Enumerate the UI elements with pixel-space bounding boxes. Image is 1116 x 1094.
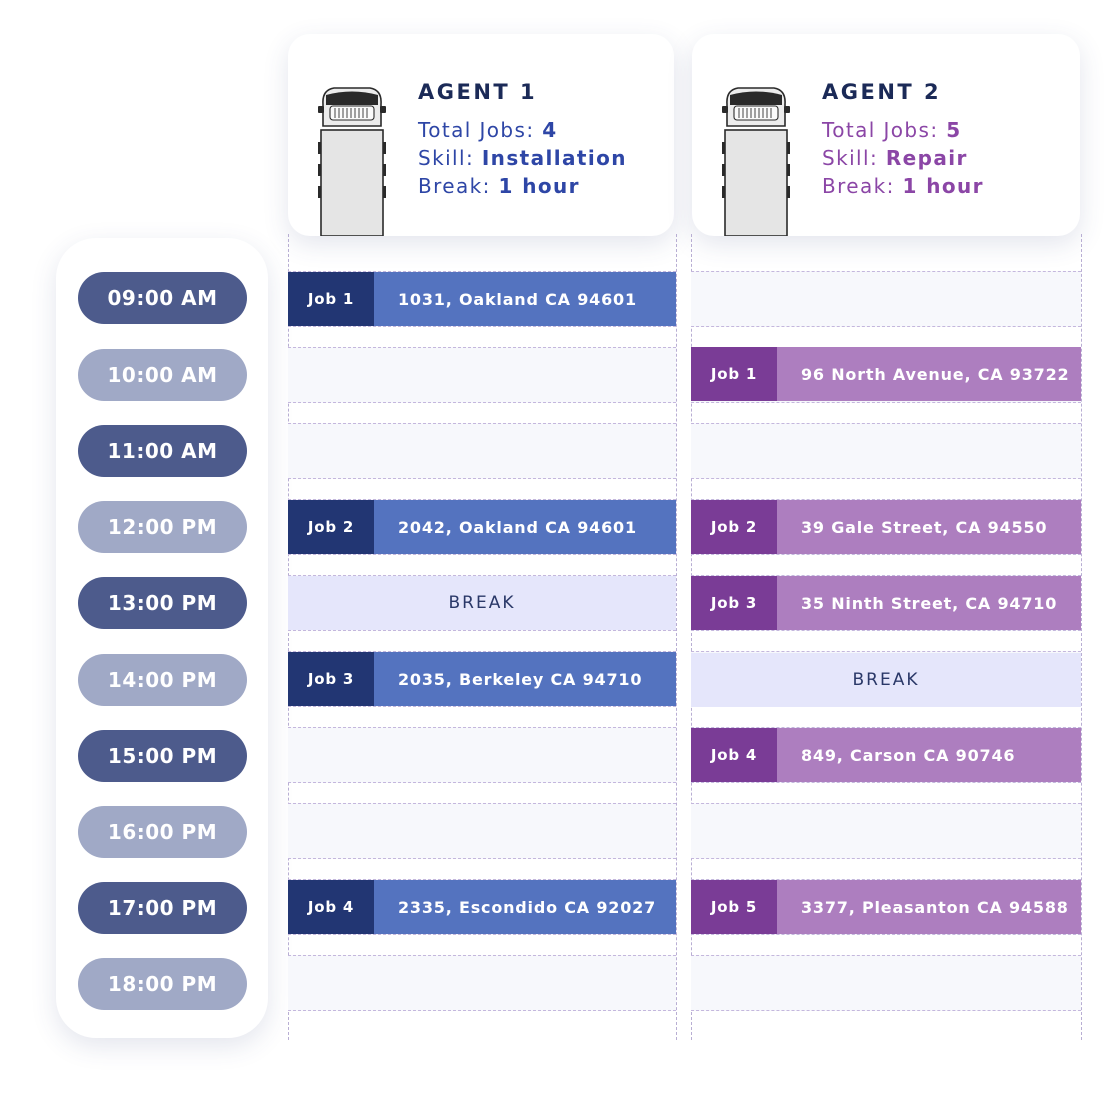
job-number: Job 2	[288, 500, 374, 554]
slot-cell[interactable]	[691, 423, 1081, 479]
time-slot: 14:00 PM	[78, 654, 247, 706]
job-number: Job 4	[691, 728, 777, 782]
slot-cell[interactable]	[288, 803, 676, 859]
slot-cell[interactable]	[691, 955, 1081, 1011]
job-address: 1031, Oakland CA 94601	[374, 272, 676, 326]
slot-cell[interactable]	[288, 347, 676, 403]
agent-2-break: Break: 1 hour	[822, 174, 984, 198]
job-number: Job 3	[288, 652, 374, 706]
time-slot: 15:00 PM	[78, 730, 247, 782]
job-number: Job 1	[288, 272, 374, 326]
job-block[interactable]: Job 1 96 North Avenue, CA 93722	[691, 347, 1081, 401]
slot-cell[interactable]	[691, 271, 1081, 327]
job-number: Job 5	[691, 880, 777, 934]
job-block[interactable]: Job 2 2042, Oakland CA 94601	[288, 500, 676, 554]
job-block[interactable]: Job 3 2035, Berkeley CA 94710	[288, 652, 676, 706]
time-slot: 09:00 AM	[78, 272, 247, 324]
job-number: Job 4	[288, 880, 374, 934]
agent-2-card: AGENT 2 Total Jobs: 5 Skill: Repair Brea…	[692, 34, 1080, 236]
job-block[interactable]: Job 1 1031, Oakland CA 94601	[288, 272, 676, 326]
agent-2-total-jobs: Total Jobs: 5	[822, 118, 962, 142]
job-block[interactable]: Job 5 3377, Pleasanton CA 94588	[691, 880, 1081, 934]
job-number: Job 1	[691, 347, 777, 401]
agent-1-name: AGENT 1	[418, 80, 538, 104]
job-address: 2035, Berkeley CA 94710	[374, 652, 676, 706]
agent-1-skill: Skill: Installation	[418, 146, 627, 170]
truck-icon	[722, 84, 790, 236]
grid-divider	[288, 234, 289, 1040]
time-slot: 10:00 AM	[78, 349, 247, 401]
agent-1-total-jobs: Total Jobs: 4	[418, 118, 558, 142]
time-slot: 17:00 PM	[78, 882, 247, 934]
agent-2-info: AGENT 2 Total Jobs: 5 Skill: Repair Brea…	[822, 80, 984, 200]
grid-divider	[1081, 234, 1082, 1040]
agent-2-name: AGENT 2	[822, 80, 942, 104]
job-address: 849, Carson CA 90746	[777, 728, 1081, 782]
time-slot: 11:00 AM	[78, 425, 247, 477]
break-block[interactable]: BREAK	[691, 653, 1081, 707]
job-address: 39 Gale Street, CA 94550	[777, 500, 1081, 554]
job-block[interactable]: Job 4 849, Carson CA 90746	[691, 728, 1081, 782]
job-block[interactable]: Job 3 35 Ninth Street, CA 94710	[691, 576, 1081, 630]
job-number: Job 2	[691, 500, 777, 554]
grid-divider	[676, 234, 677, 1040]
job-address: 2042, Oakland CA 94601	[374, 500, 676, 554]
job-address: 96 North Avenue, CA 93722	[777, 347, 1081, 401]
truck-icon	[318, 84, 386, 236]
job-address: 3377, Pleasanton CA 94588	[777, 880, 1081, 934]
agent-1-info: AGENT 1 Total Jobs: 4 Skill: Installatio…	[418, 80, 627, 200]
time-slot: 12:00 PM	[78, 501, 247, 553]
time-slot: 13:00 PM	[78, 577, 247, 629]
job-block[interactable]: Job 4 2335, Escondido CA 92027	[288, 880, 676, 934]
break-block[interactable]: BREAK	[288, 576, 676, 630]
agent-1-card: AGENT 1 Total Jobs: 4 Skill: Installatio…	[288, 34, 674, 236]
slot-cell[interactable]	[288, 955, 676, 1011]
time-slot: 16:00 PM	[78, 806, 247, 858]
agent-1-break: Break: 1 hour	[418, 174, 580, 198]
job-block[interactable]: Job 2 39 Gale Street, CA 94550	[691, 500, 1081, 554]
slot-cell[interactable]	[288, 423, 676, 479]
slot-cell[interactable]	[288, 727, 676, 783]
grid-divider	[691, 234, 692, 1040]
job-address: 2335, Escondido CA 92027	[374, 880, 676, 934]
slot-cell[interactable]	[691, 803, 1081, 859]
time-slot: 18:00 PM	[78, 958, 247, 1010]
agent-2-skill: Skill: Repair	[822, 146, 968, 170]
job-address: 35 Ninth Street, CA 94710	[777, 576, 1081, 630]
job-number: Job 3	[691, 576, 777, 630]
